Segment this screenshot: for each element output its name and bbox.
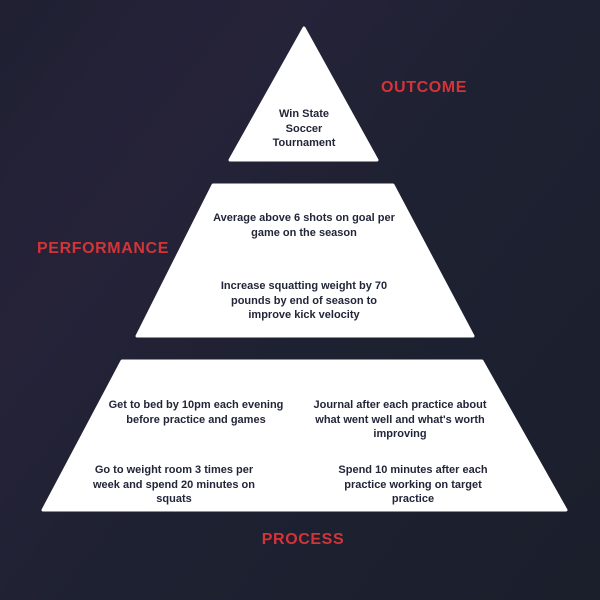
performance-label: PERFORMANCE — [37, 240, 169, 257]
outcome-goal-text: Win State Soccer Tournament — [272, 108, 336, 149]
process-goal-1-text: Get to bed by 10pm each evening before p… — [108, 399, 284, 426]
process-trapezoid — [41, 359, 568, 512]
outcome-triangle — [228, 26, 379, 162]
process-label: PROCESS — [261, 531, 345, 548]
outcome-label: OUTCOME — [381, 79, 467, 96]
performance-trapezoid — [135, 183, 475, 338]
performance-goal-2-text: Increase squatting weight by 70 pounds b… — [220, 280, 388, 321]
process-goal-4-text: Spend 10 minutes after each practice wor… — [338, 464, 488, 505]
process-goal-2-text: Journal after each practice about what w… — [313, 399, 487, 440]
process-goal-3-text: Go to weight room 3 times per week and s… — [93, 464, 255, 505]
performance-goal-1-text: Average above 6 shots on goal per game o… — [213, 212, 395, 239]
